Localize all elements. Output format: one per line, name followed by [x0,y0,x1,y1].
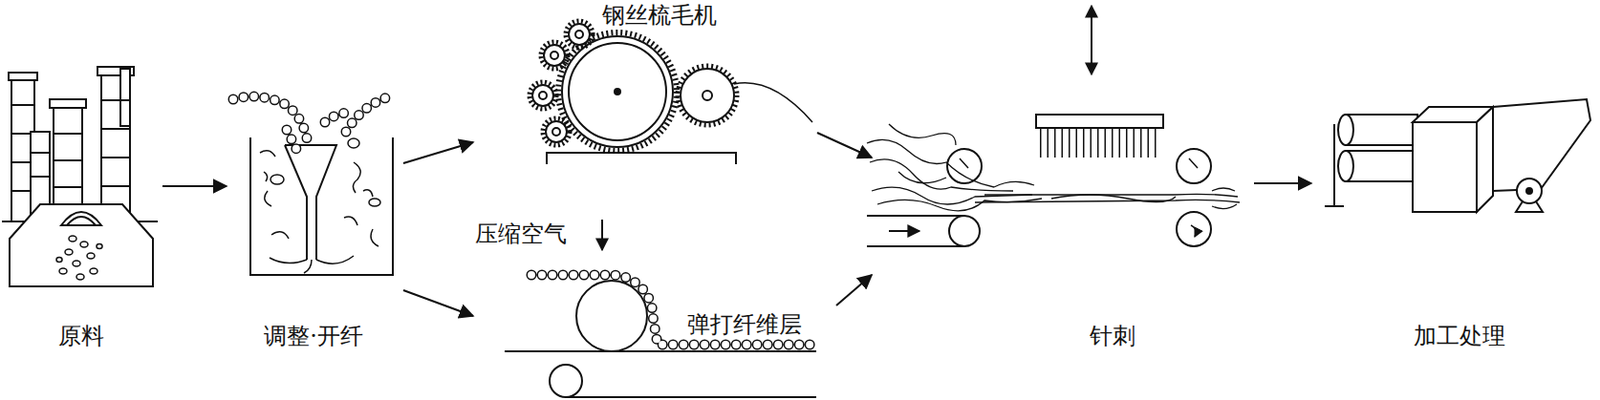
flow-arrow [162,185,227,188]
process-stage: 针刺 [871,0,1255,362]
stage-caption: 加工处理 [1411,324,1508,349]
process-stage: 加工处理 [1311,76,1595,362]
stage-caption: 针刺 [1087,324,1138,349]
process-stage: 调整·开纤 [226,76,404,362]
stage-caption: 钢丝梳毛机 [600,2,719,28]
finishing-machine [1324,99,1591,213]
annotation-label: 压缩空气 [473,221,569,247]
air-lay-unit [504,275,817,398]
stage-caption: 原料 [56,324,107,349]
flow-arrow [836,275,872,306]
flow-arrow [817,132,872,158]
flow-arrow [403,290,474,317]
opening-tank [250,137,393,276]
stage-caption: 调整·开纤 [261,324,366,349]
stage-caption: 弹打纤维层 [685,312,804,338]
carding-machine [529,21,813,165]
process-stage: 钢丝梳毛机 [473,1,818,168]
process-stage: 弹打纤维层 [473,262,837,400]
process-stage: 原料 [3,57,163,362]
needle-loom [866,5,1240,247]
flow-arrow [1254,182,1312,185]
flow-arrow [403,142,474,164]
fiber-chain [233,95,394,153]
raw-material-plant [1,66,158,287]
air-arrow [601,219,604,251]
